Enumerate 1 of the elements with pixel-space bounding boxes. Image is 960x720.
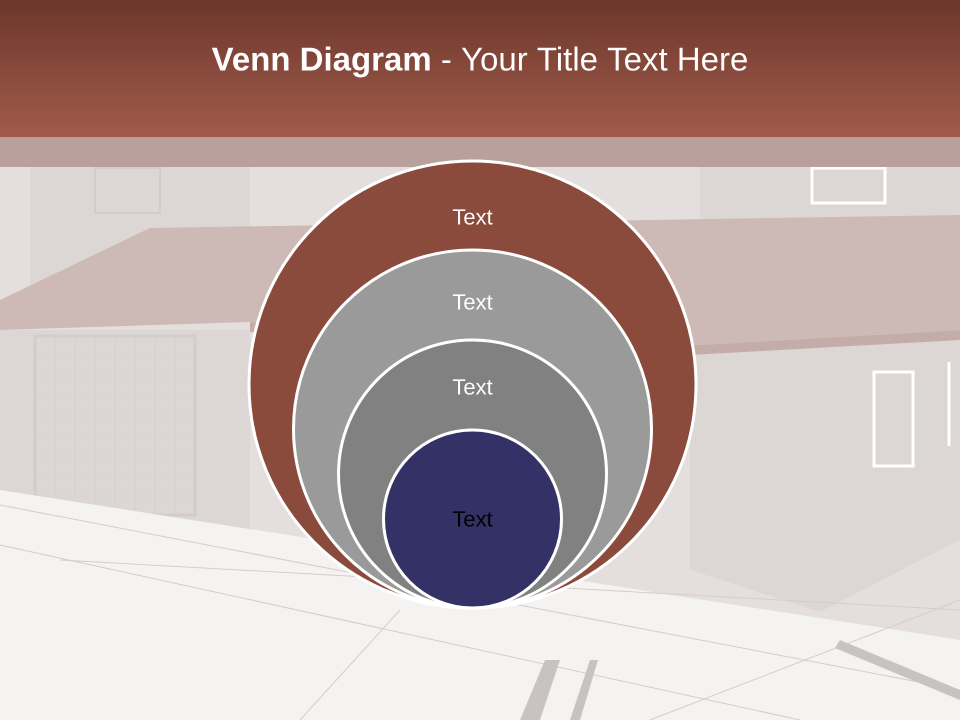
slide-title: Venn Diagram - Your Title Text Here <box>212 46 747 78</box>
